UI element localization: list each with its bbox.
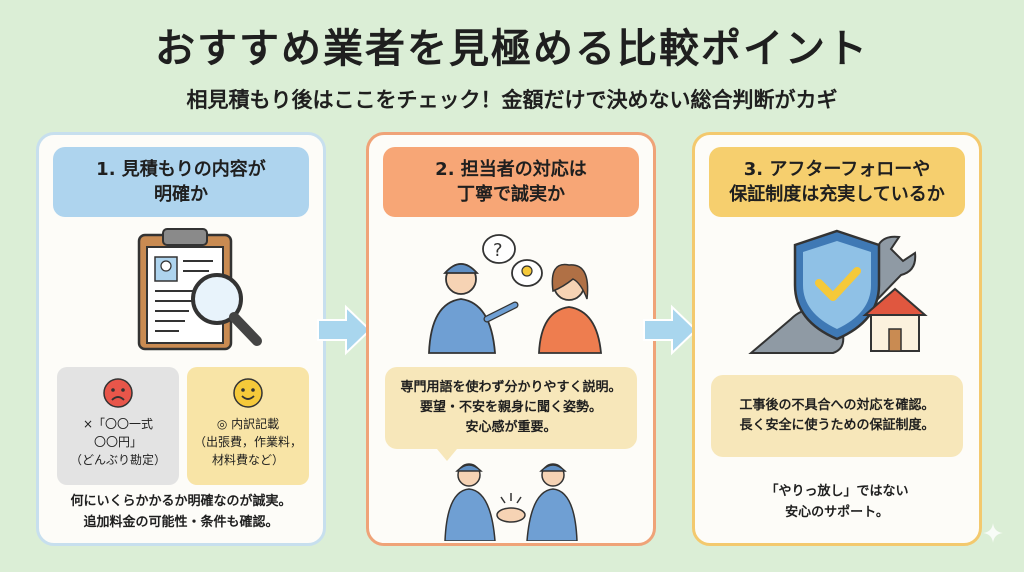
worker-explaining-icon: ?: [369, 227, 653, 355]
sad-face-icon: [103, 378, 133, 408]
handshake-icon: [431, 457, 591, 542]
smile-face-icon: [233, 378, 263, 408]
page-title: おすすめ業者を見極める比較ポイント: [155, 26, 869, 72]
card-footer-line2: 安心のサポート。: [785, 505, 889, 521]
card-footer-line2: 追加料金の可能性・条件も確認。: [83, 515, 279, 531]
bubble-line2: 要望・不安を親身に聞く姿勢。: [419, 399, 602, 415]
bad-example-line1: ×「〇〇一式: [82, 417, 154, 431]
bad-example-line3: （どんぶり勘定）: [69, 453, 166, 467]
card-heading-line2: 丁寧で誠実か: [456, 184, 565, 205]
card-heading-line2: 保証制度は充実しているか: [729, 184, 945, 205]
good-example-line1: ◎ 内訳記載: [216, 417, 280, 431]
good-example-box: ◎ 内訳記載 （出張費，作業料， 材料費など）: [187, 367, 309, 485]
info-box: 工事後の不具合への対応を確認。 長く安全に使うための保証制度。: [711, 375, 963, 457]
point-card-staff: 2. 担当者の対応は 丁寧で誠実か ? 専門用語を使わず分かりやすく説明。 要: [366, 132, 656, 546]
sparkle-icon: [983, 523, 1003, 543]
speech-bubble: 専門用語を使わず分かりやすく説明。 要望・不安を親身に聞く姿勢。 安心感が重要。: [385, 367, 637, 461]
arrow-right-icon: [317, 304, 372, 356]
card-footer: 「やりっ放し」ではない 安心のサポート。: [703, 481, 971, 524]
point-card-quote: 1. 見積もりの内容が 明確か ×「〇〇一式: [36, 132, 326, 546]
shield-wrench-house-icon: [695, 227, 979, 355]
bad-example-box: ×「〇〇一式 〇〇円」 （どんぶり勘定）: [57, 367, 179, 485]
point-card-aftercare: 3. アフターフォローや 保証制度は充実しているか 工事後の不具合への対応を確認…: [692, 132, 982, 546]
bubble-line2: 長く安全に使うための保証制度。: [739, 418, 935, 433]
clipboard-magnifier-icon: [39, 227, 323, 355]
card-footer-line1: 「やりっ放し」ではない: [765, 484, 909, 499]
card-heading: 3. アフターフォローや 保証制度は充実しているか: [709, 147, 965, 217]
card-heading-line1: 1. 見積もりの内容が: [96, 158, 266, 180]
card-footer: 何にいくらかかるか明確なのが誠実。 追加料金の可能性・条件も確認。: [47, 491, 315, 534]
card-heading-line1: 2. 担当者の対応は: [435, 158, 587, 180]
card-footer-line1: 何にいくらかかるか明確なのが誠実。: [70, 494, 292, 509]
bubble-line3: 安心感が重要。: [465, 420, 557, 436]
card-heading-line2: 明確か: [153, 184, 208, 205]
bubble-line1: 専門用語を使わず分かりやすく説明。: [400, 379, 622, 395]
arrow-right-icon: [643, 304, 698, 356]
good-example-line2: （出張費，作業料，: [193, 435, 302, 449]
card-heading: 2. 担当者の対応は 丁寧で誠実か: [383, 147, 639, 217]
good-example-line3: 材料費など）: [211, 453, 284, 467]
svg-text:?: ?: [493, 240, 503, 261]
card-heading-line1: 3. アフターフォローや: [743, 158, 931, 180]
bubble-line1: 工事後の不具合への対応を確認。: [739, 397, 935, 413]
card-heading: 1. 見積もりの内容が 明確か: [53, 147, 309, 217]
page-subtitle: 相見積もり後はここをチェック！金額だけで決めない総合判断がカギ: [186, 88, 838, 112]
bad-example-line2: 〇〇円」: [93, 435, 142, 449]
